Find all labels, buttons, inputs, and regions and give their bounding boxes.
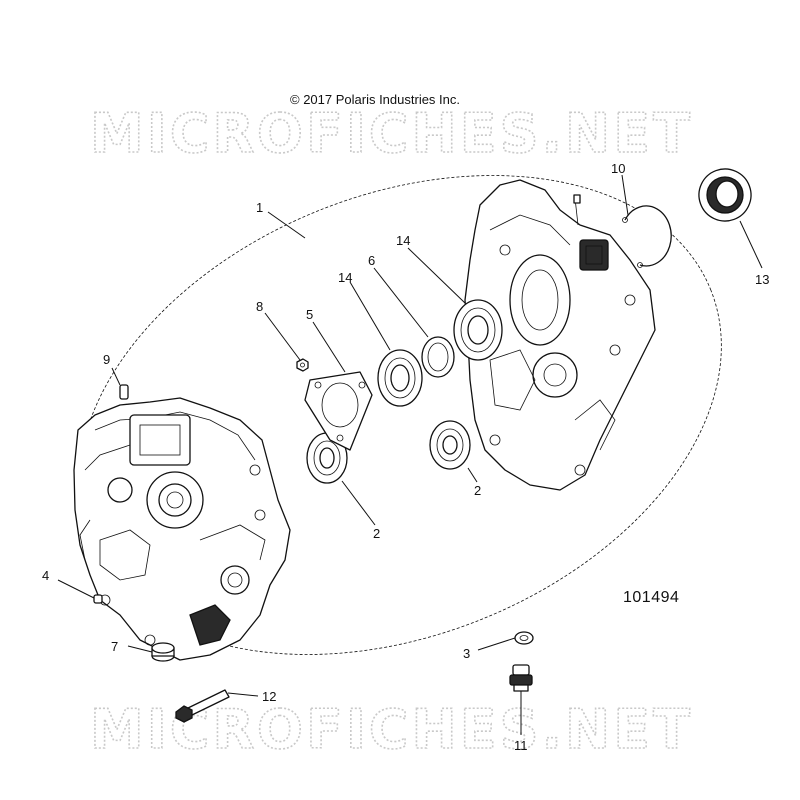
washer [514, 631, 534, 645]
leader-lines [57, 174, 763, 735]
callout-10: 10 [611, 161, 625, 176]
callout-14b: 14 [396, 233, 410, 248]
bearing-small-right [429, 420, 471, 470]
callout-11: 11 [514, 738, 528, 753]
callout-5: 5 [306, 307, 313, 322]
retaining-ring [622, 205, 672, 268]
callout-13: 13 [755, 272, 769, 287]
callout-3: 3 [463, 646, 470, 661]
crankcase-right-half [464, 179, 656, 491]
callout-12: 12 [262, 689, 276, 704]
crankcase-left-half [73, 397, 291, 661]
plug [151, 642, 175, 662]
callout-1: 1 [256, 200, 263, 215]
bolt [175, 689, 230, 723]
spacer-ring [421, 336, 455, 378]
callout-14a: 14 [338, 270, 352, 285]
gasket [304, 371, 373, 451]
nut [296, 358, 309, 372]
copyright-notice: © 2017 Polaris Industries Inc. [290, 92, 460, 107]
drain-plug [509, 664, 533, 692]
oil-seal [698, 168, 752, 222]
callout-2a: 2 [373, 526, 380, 541]
callout-labels: 1 8 5 14 6 14 9 10 13 2 2 4 7 3 11 12 [42, 161, 769, 753]
callout-4: 4 [42, 568, 49, 583]
figure-number: 101494 [623, 589, 679, 606]
callout-7: 7 [111, 639, 118, 654]
dowel-pin-left [93, 594, 103, 604]
watermark-top: MICROFICHES.NET [90, 102, 693, 165]
callout-2b: 2 [474, 483, 481, 498]
callout-8: 8 [256, 299, 263, 314]
dowel-pin-top [119, 384, 129, 400]
watermark-bottom: MICROFICHES.NET [90, 698, 693, 761]
bearing-large-right [453, 299, 503, 361]
bearing-large-middle [377, 349, 423, 407]
callout-9: 9 [103, 352, 110, 367]
callout-6: 6 [368, 253, 375, 268]
